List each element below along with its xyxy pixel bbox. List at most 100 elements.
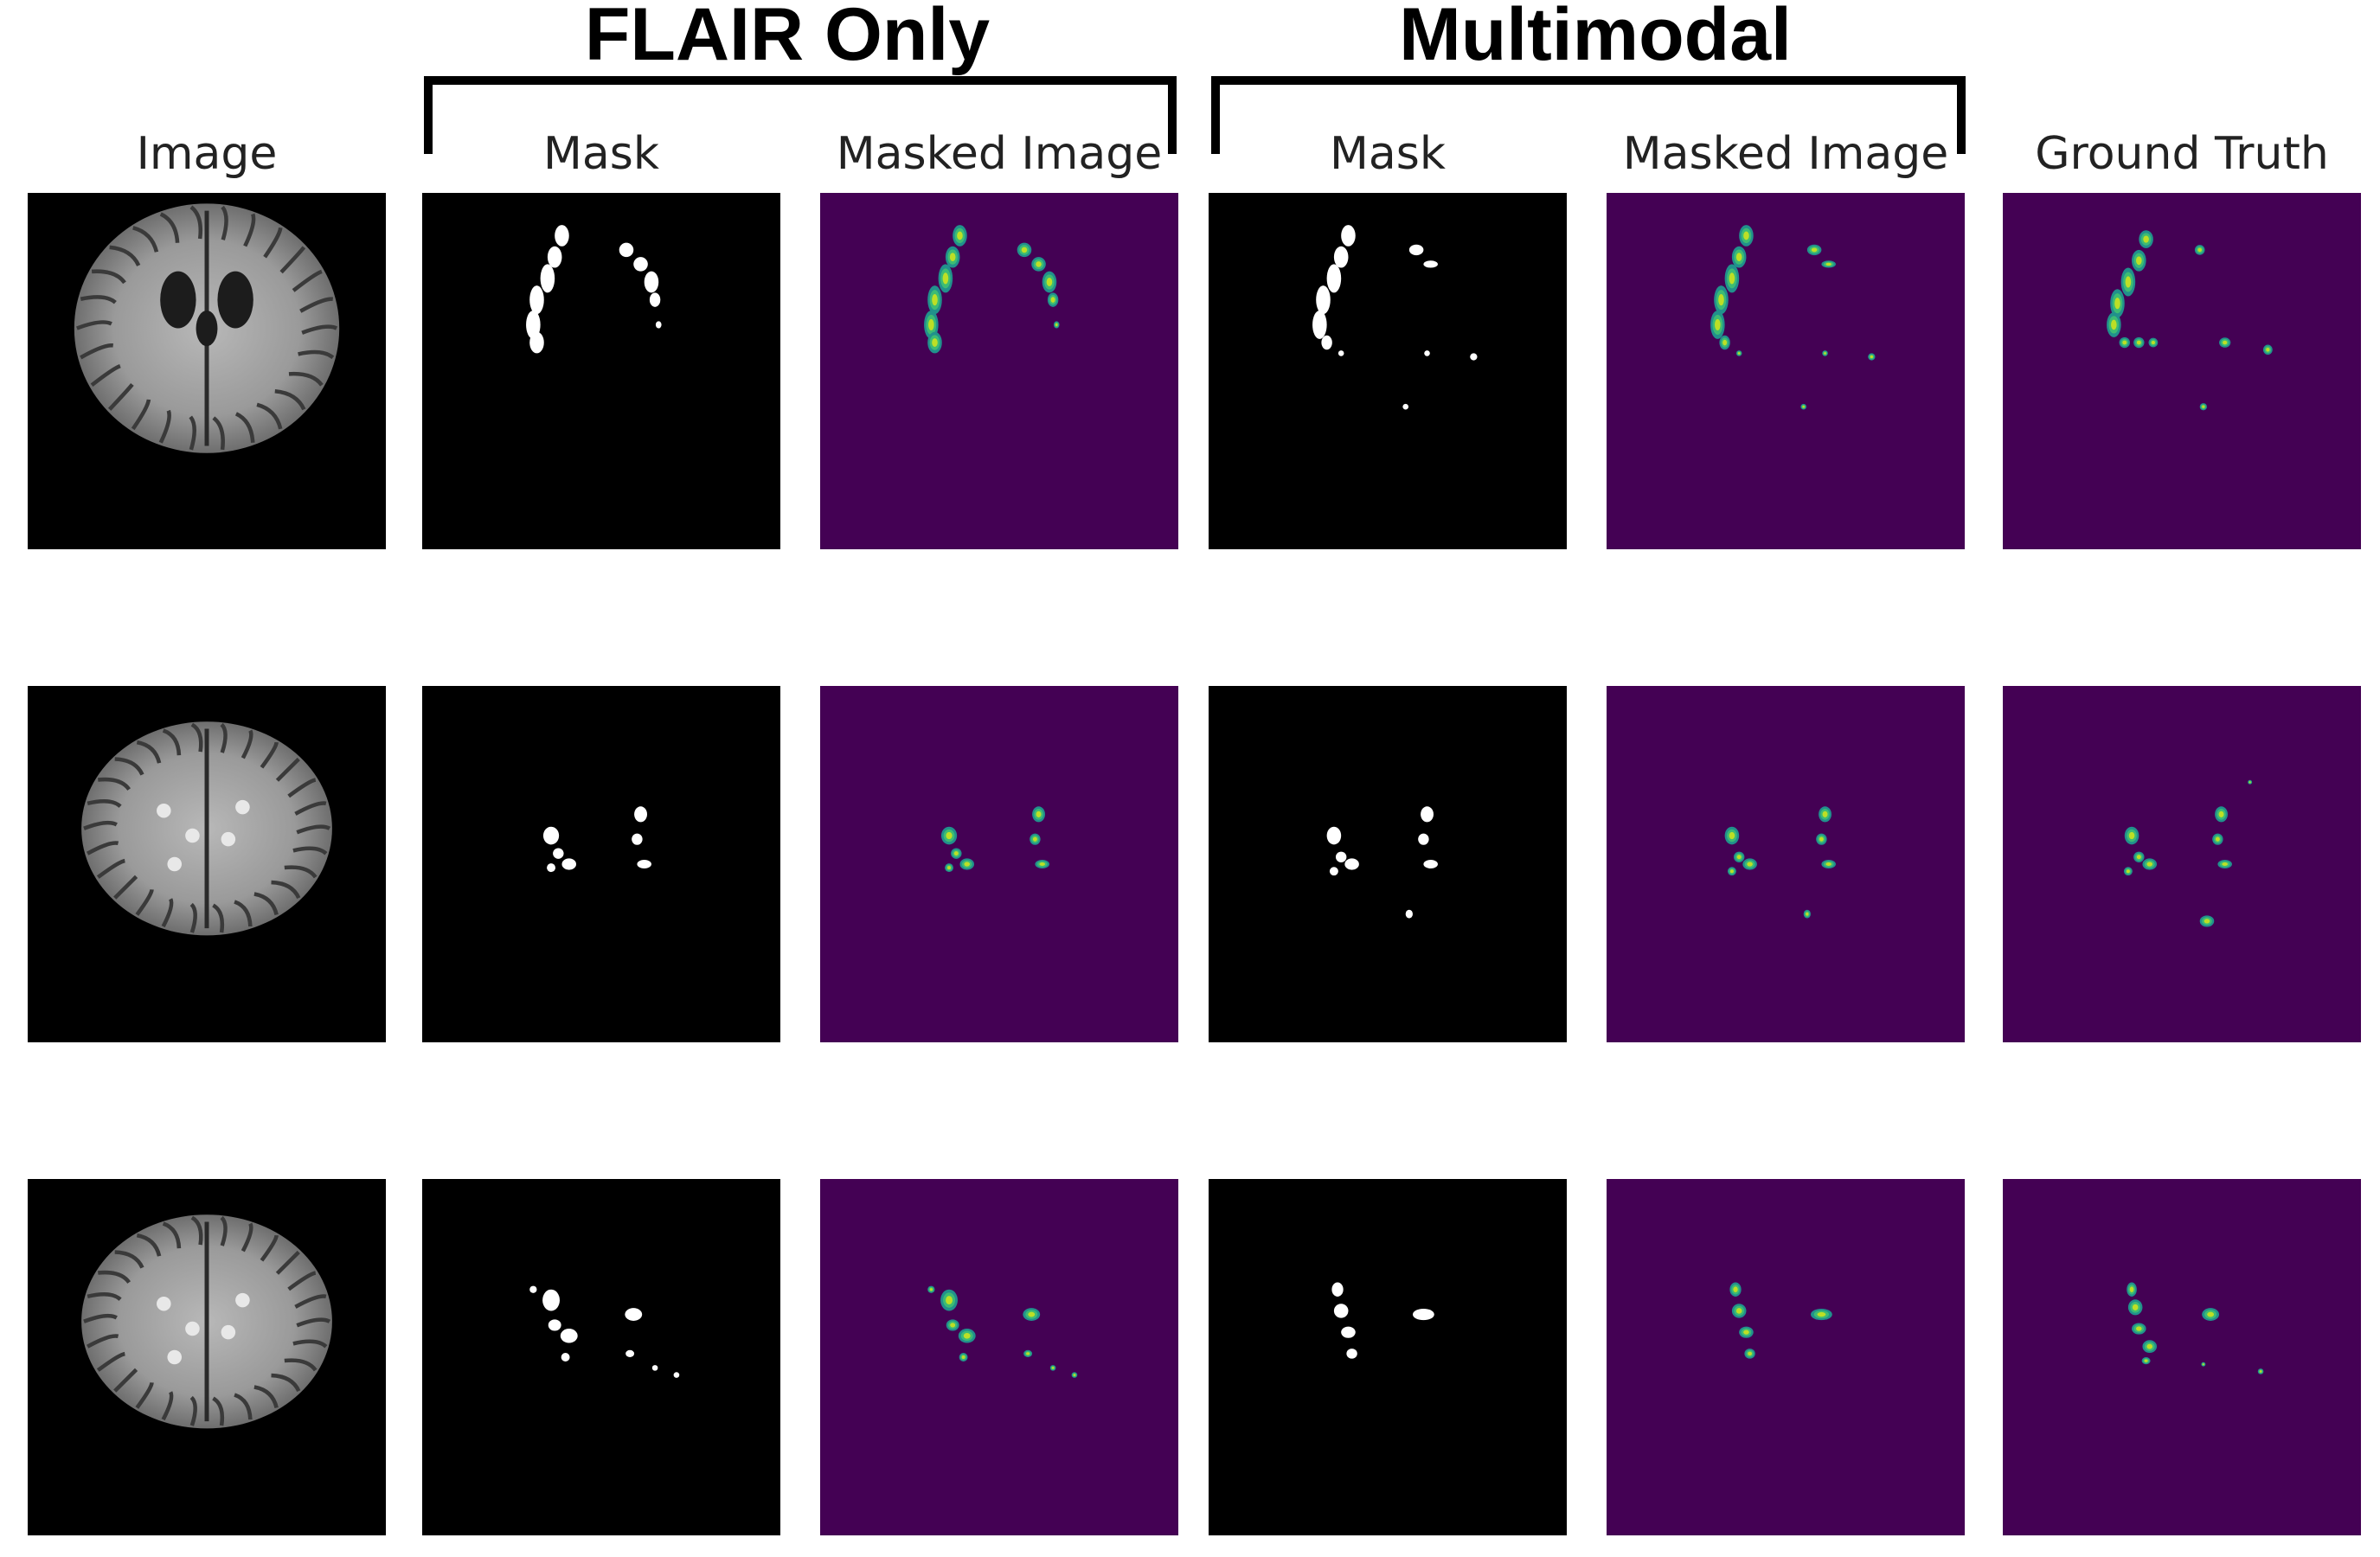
- lesion-mask-blob: [1321, 335, 1332, 350]
- lesion-overlay-blob: [2129, 1286, 2134, 1293]
- panel-background: [2003, 193, 2361, 549]
- brain-sulcus: [158, 409, 171, 444]
- brain-sulcus: [131, 399, 151, 431]
- column-title-flair-mask: Mask: [543, 128, 659, 180]
- panel-flair-masked-row-3: [820, 1179, 1178, 1535]
- lesion-overlay-blob: [963, 1332, 971, 1339]
- brain-sulcus: [162, 728, 182, 756]
- hyperintensity: [235, 1292, 250, 1308]
- mri-image: [28, 193, 386, 549]
- lesion-overlay-blob: [2125, 276, 2132, 288]
- panel-background: [422, 686, 780, 1042]
- panel-multi-mask-row-2: [1209, 686, 1567, 1042]
- lesion-overlay-blob: [2114, 298, 2120, 310]
- lesion-mask-blob: [637, 860, 651, 868]
- lesion-mask-blob: [1408, 244, 1424, 256]
- lesion-overlay-blob: [2146, 862, 2153, 867]
- lesion-mask-blob: [1423, 860, 1438, 868]
- brain-sulcus: [212, 903, 225, 933]
- lesion-overlay-blob: [2128, 831, 2135, 840]
- masked-overlay: [820, 686, 1178, 1042]
- brain-sulcus: [296, 824, 331, 835]
- lesion-overlay-blob: [1718, 294, 1724, 306]
- ventricle: [217, 271, 253, 329]
- lesion-overlay-blob: [1748, 1351, 1753, 1356]
- lesion-overlay-blob: [1032, 836, 1037, 842]
- lesion-overlay-blob: [929, 1288, 933, 1291]
- brain-sulcus: [271, 880, 301, 900]
- panel-multi-mask-row-1: [1209, 193, 1567, 549]
- bracket-flair: [424, 76, 1177, 154]
- lesion-overlay-blob: [1747, 862, 1753, 867]
- brain-sulcus: [189, 415, 196, 451]
- lesion-mask-blob: [619, 242, 634, 258]
- ventricle: [196, 310, 218, 347]
- panel-background: [1607, 1179, 1965, 1535]
- lesion-mask-blob: [553, 848, 564, 859]
- lesion-mask-blob: [649, 292, 661, 307]
- lesion-overlay-blob: [946, 831, 953, 840]
- brain-sulcus: [107, 383, 134, 411]
- lesion-overlay-blob: [1870, 355, 1874, 359]
- panel-image-row-3: [28, 1179, 386, 1535]
- panel-multi-masked-row-2: [1607, 686, 1965, 1042]
- lesion-mask-blob: [1402, 403, 1409, 410]
- brain-sulcus: [241, 729, 253, 759]
- lesion-mask-blob: [625, 1308, 643, 1321]
- brain-sulcus: [114, 757, 144, 776]
- lesion-overlay-blob: [2222, 862, 2228, 866]
- lesion-mask-blob: [1412, 1308, 1434, 1321]
- brain-sulcus: [189, 902, 197, 933]
- lesion-overlay-blob: [2248, 781, 2251, 784]
- lesion-mask-blob: [634, 806, 647, 823]
- lesion-overlay-blob: [1743, 1330, 1749, 1335]
- lesion-overlay-blob: [947, 866, 952, 870]
- brain-sulcus: [83, 820, 118, 830]
- hyperintensity: [185, 1321, 200, 1336]
- lesion-overlay-blob: [1036, 261, 1042, 267]
- lesion-mask-blob: [1326, 264, 1342, 293]
- lesion-mask-blob: [529, 1285, 537, 1293]
- lesion-overlay-blob: [1733, 1286, 1738, 1293]
- lesion-mask-blob: [1341, 225, 1356, 247]
- hyperintensity: [235, 799, 250, 815]
- brain-sulcus: [96, 1351, 125, 1372]
- lesion-overlay-blob: [1811, 247, 1818, 253]
- brain-sulcus: [96, 858, 125, 879]
- brain-sulcus: [234, 900, 253, 927]
- panel-multi-masked-row-1: [1607, 193, 1965, 549]
- brain-sulcus: [135, 1382, 154, 1409]
- panel-ground-truth-row-3: [2003, 1179, 2361, 1535]
- brain-sulcus: [275, 1250, 300, 1275]
- column-title-image: Image: [136, 128, 278, 180]
- lesion-overlay-blob: [946, 1296, 953, 1305]
- brain-sulcus: [220, 1215, 228, 1246]
- lesion-overlay-blob: [932, 294, 938, 306]
- panel-flair-mask-row-2: [422, 686, 780, 1042]
- brain-sulcus: [284, 1358, 318, 1372]
- lesion-overlay-blob: [1046, 278, 1053, 286]
- lesion-mask-blob: [644, 271, 659, 293]
- lesion-overlay-blob: [949, 253, 956, 262]
- lesion-overlay-blob: [2143, 235, 2149, 243]
- lesion-mask-blob: [1418, 833, 1429, 845]
- lesion-overlay-blob: [2111, 319, 2117, 330]
- panel-ground-truth-row-1: [2003, 193, 2361, 549]
- ventricle: [160, 271, 196, 329]
- brain-sulcus: [136, 740, 162, 764]
- lesion-mask-blob: [561, 1353, 570, 1362]
- brain-sulcus: [296, 1317, 331, 1328]
- brain-sulcus: [135, 889, 154, 916]
- lesion-overlay-blob: [1735, 1308, 1742, 1314]
- lesion-overlay-blob: [2266, 347, 2270, 352]
- brain-sulcus: [212, 416, 225, 451]
- masked-overlay: [820, 193, 1178, 549]
- masked-overlay: [1607, 686, 1965, 1042]
- lesion-mask-blob: [1335, 851, 1347, 862]
- lesion-overlay-blob: [1039, 862, 1045, 866]
- lesion-overlay-blob: [2207, 1311, 2215, 1317]
- lesion-overlay-blob: [1824, 352, 1826, 355]
- brain-sulcus: [274, 388, 306, 411]
- brain-sulcus: [190, 722, 203, 753]
- brain-sulcus: [90, 364, 121, 388]
